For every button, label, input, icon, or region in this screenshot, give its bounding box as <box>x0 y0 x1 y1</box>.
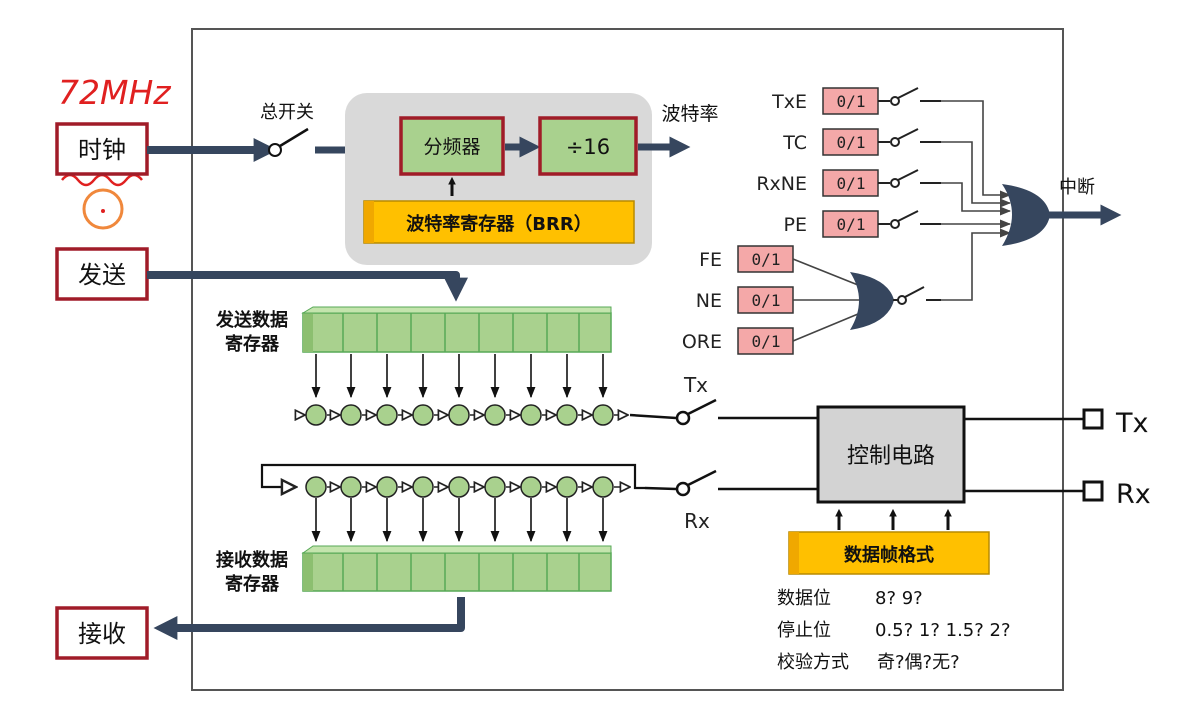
svg-text:0/1: 0/1 <box>752 332 781 351</box>
stop-bits-values: 0.5? 1? 1.5? 2? <box>875 620 1011 641</box>
receive-data-path <box>153 597 465 640</box>
divider-block: 分频器 <box>399 116 505 176</box>
flag-tc: TC 0/1 <box>782 128 879 156</box>
rx-parallel-load-arrows <box>311 498 608 543</box>
svg-text:TC: TC <box>782 132 807 154</box>
tx-pin <box>1082 408 1104 430</box>
data-bits-label: 数据位 <box>777 588 831 609</box>
flag-txe: TxE 0/1 <box>771 87 879 115</box>
svg-text:ORE: ORE <box>682 331 722 353</box>
stop-bits-label: 停止位 <box>777 620 831 641</box>
parity-label: 校验方式 <box>777 652 849 673</box>
flag-rxne: RxNE 0/1 <box>756 169 879 197</box>
rx-switch-blade <box>687 469 717 487</box>
svg-text:÷16: ÷16 <box>566 135 610 159</box>
main-switch-label: 总开关 <box>260 102 314 123</box>
rx-data-register <box>301 545 612 592</box>
rx-pin-label: Rx <box>1116 479 1151 510</box>
flag-pe: PE 0/1 <box>784 210 879 238</box>
tx-register-label-2: 寄存器 <box>225 333 280 355</box>
control-circuit: 控制电路 <box>816 405 966 504</box>
svg-text:NE: NE <box>696 290 722 312</box>
rx-pin <box>1082 480 1104 502</box>
svg-text:PE: PE <box>784 214 807 236</box>
frame-format-arrows <box>835 508 952 530</box>
main-switch-blade <box>279 127 309 148</box>
svg-text:时钟: 时钟 <box>78 136 126 164</box>
main-switch-pivot <box>268 143 282 157</box>
interrupt-label: 中断 <box>1059 177 1095 198</box>
rx-switch-pivot <box>675 481 691 497</box>
receive-output: 接收 <box>55 606 149 660</box>
flag-fe: FE 0/1 <box>699 245 794 273</box>
or-gate1-inputs <box>941 100 1012 301</box>
svg-text:接收: 接收 <box>78 620 126 648</box>
peripheral-boundary <box>191 28 1064 691</box>
frame-options: 数据位 8? 9? 停止位 0.5? 1? 1.5? 2? 校验方式 奇?偶?无… <box>777 588 1011 673</box>
rx-switch-label: Rx <box>684 509 710 533</box>
tx-register-label-1: 发送数据 <box>215 309 288 331</box>
tx-switch-pivot <box>675 410 691 426</box>
error-switch <box>893 286 941 305</box>
rx-register-label-2: 寄存器 <box>225 573 280 595</box>
svg-text:发送: 发送 <box>78 261 126 289</box>
rx-shift-register <box>305 476 630 498</box>
tx-data-register <box>301 306 612 353</box>
clock-waveform-annotation <box>61 173 143 187</box>
rx-register-label-1: 接收数据 <box>216 549 288 571</box>
svg-text:数据帧格式: 数据帧格式 <box>844 544 934 566</box>
send-input: 发送 <box>55 247 149 301</box>
parity-values: 奇?偶?无? <box>877 652 960 673</box>
tx-shift-register <box>300 404 628 426</box>
or-gate-errors <box>850 272 894 330</box>
svg-text:波特率寄存器（BRR）: 波特率寄存器（BRR） <box>406 213 591 235</box>
flag-switches-group1 <box>878 87 941 229</box>
svg-text:0/1: 0/1 <box>837 215 866 234</box>
svg-text:0/1: 0/1 <box>837 174 866 193</box>
tx-pin-label: Tx <box>1115 408 1148 439</box>
svg-text:0/1: 0/1 <box>837 133 866 152</box>
flag-ore: ORE 0/1 <box>682 327 794 355</box>
svg-text:分频器: 分频器 <box>423 136 480 158</box>
svg-text:TxE: TxE <box>771 91 807 113</box>
flag-ne: NE 0/1 <box>696 286 794 314</box>
tx-line-in <box>629 413 677 420</box>
frame-format-block: 数据帧格式 <box>788 531 990 575</box>
svg-text:0/1: 0/1 <box>752 291 781 310</box>
baud-rate-label: 波特率 <box>661 103 718 125</box>
tx-switch-label: Tx <box>683 373 708 397</box>
clock-freq-annotation: 72MHz <box>58 73 171 112</box>
or-gate-interrupt <box>1002 184 1050 246</box>
brr-register: 波特率寄存器（BRR） <box>363 200 635 244</box>
svg-text:0/1: 0/1 <box>752 250 781 269</box>
tx-parallel-load-arrows <box>311 354 608 399</box>
div16-block: ÷16 <box>538 116 638 176</box>
rx-line-out <box>644 486 677 491</box>
svg-text:控制电路: 控制电路 <box>847 444 935 469</box>
svg-text:RxNE: RxNE <box>756 173 807 195</box>
clock-input: 时钟 <box>55 122 149 176</box>
data-bits-values: 8? 9? <box>875 588 923 609</box>
tx-switch-blade <box>687 398 717 416</box>
svg-text:FE: FE <box>699 249 722 271</box>
or-gate2-inputs <box>792 258 860 342</box>
oscillator-dot-annotation <box>101 209 105 213</box>
oscillator-annotation <box>82 188 124 230</box>
svg-text:0/1: 0/1 <box>837 92 866 111</box>
send-data-path <box>147 271 468 302</box>
rx-input-loop <box>260 463 645 488</box>
